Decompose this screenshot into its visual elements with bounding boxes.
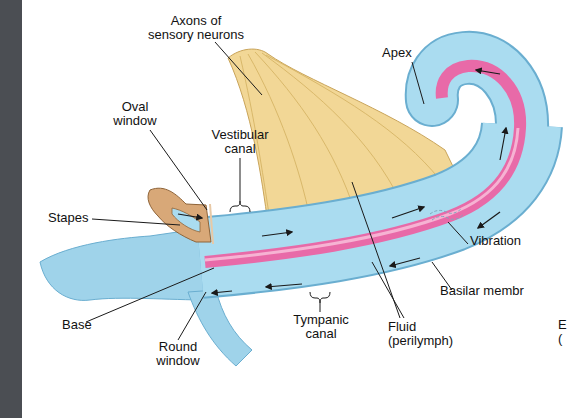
- side-bar: [0, 0, 22, 418]
- stapes-bone: [148, 188, 211, 242]
- part-label: Basilar membr: [440, 284, 570, 298]
- bracket: [310, 292, 330, 303]
- part-label: Axons of sensory neurons: [147, 14, 245, 42]
- part-label: Base: [62, 318, 102, 332]
- middle-ear: [40, 228, 208, 300]
- flow-arrows: [178, 70, 506, 293]
- part-label: Stapes: [48, 211, 98, 225]
- leader-lines: [86, 42, 468, 340]
- part-label: Apex: [382, 46, 422, 60]
- oval-window-membrane: [210, 204, 213, 244]
- part-label: Vestibular canal: [205, 128, 275, 156]
- bracket: [230, 201, 250, 212]
- part-label: E (: [558, 318, 570, 346]
- part-label: Oval window: [110, 100, 160, 128]
- part-label: Round window: [152, 340, 204, 368]
- part-label: Tympanic canal: [289, 313, 353, 341]
- part-label: Vibration: [470, 234, 560, 248]
- vibration-marks: [430, 208, 464, 220]
- part-label: Fluid (perilymph): [388, 320, 466, 348]
- basilar-membrane: [205, 66, 520, 262]
